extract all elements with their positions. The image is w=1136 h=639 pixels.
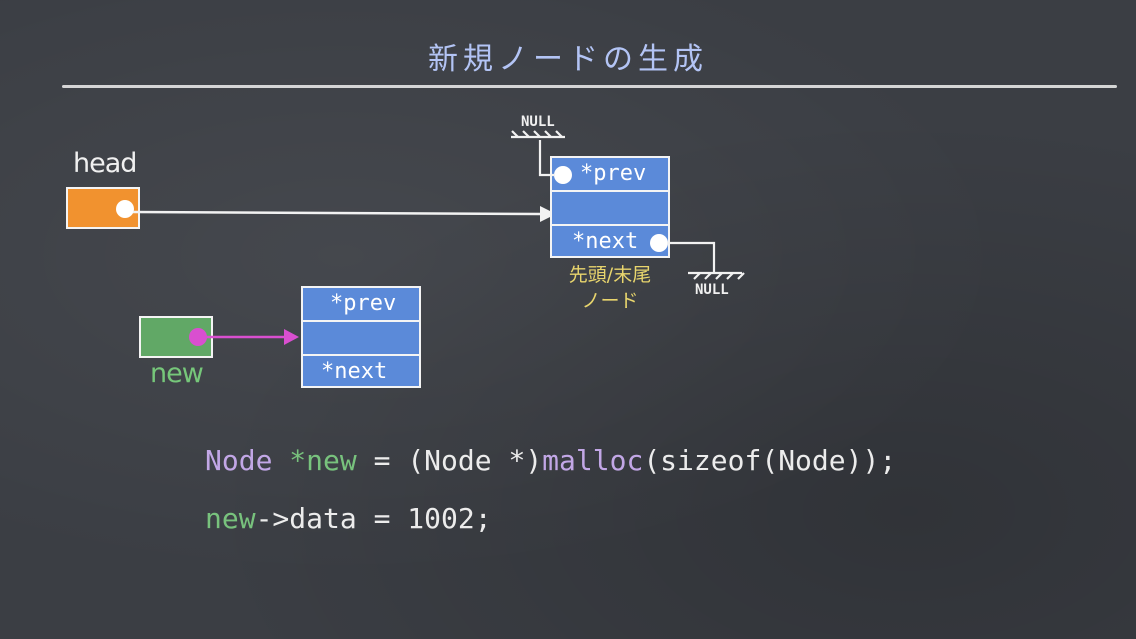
next-null-connector	[667, 241, 716, 272]
code-line-2: new->data = 1002;	[205, 502, 492, 535]
head-arrow	[132, 210, 541, 216]
code-line-1: Node *new = (Node *)malloc(sizeof(Node))…	[205, 444, 896, 477]
new-pointer-dot	[189, 328, 207, 346]
first-node-caption-line1: 先頭/末尾	[568, 264, 652, 286]
head-label: head	[73, 148, 137, 179]
new-arrow-head	[284, 329, 299, 345]
first-node-next-dot	[650, 234, 668, 252]
first-node-prev-dot	[554, 166, 572, 184]
first-node-caption-line2: ノード	[581, 290, 639, 312]
new-label: new	[150, 358, 204, 389]
head-arrow-head	[540, 206, 556, 222]
first-node-next-field: *next	[572, 229, 639, 254]
next-null-label: NULL	[695, 282, 729, 298]
new-node-next-field: *next	[321, 359, 388, 384]
first-node-caption: 先頭/末尾 ノード	[555, 262, 665, 314]
code-data-assign: ->data = 1002;	[255, 502, 492, 535]
slide-title: 新規ノードの生成	[428, 42, 708, 77]
code-assign: =	[356, 444, 408, 477]
code-func-malloc: malloc	[542, 444, 644, 477]
code-var-new-2: new	[205, 502, 256, 535]
prev-null-label: NULL	[521, 114, 555, 130]
head-pointer-dot	[116, 200, 134, 218]
prev-null-ground-icon	[511, 130, 565, 139]
code-var-new: *new	[289, 444, 357, 477]
new-node	[301, 286, 421, 388]
next-null-ground-icon	[688, 271, 745, 280]
code-type-node: Node	[205, 444, 273, 477]
new-node-prev-field: *prev	[330, 291, 397, 316]
code-args: (sizeof(Node));	[643, 444, 897, 477]
code-cast: (Node *)	[407, 444, 543, 477]
prev-null-connector	[538, 140, 555, 177]
title-underline	[62, 85, 1117, 88]
first-node-prev-field: *prev	[580, 161, 647, 186]
